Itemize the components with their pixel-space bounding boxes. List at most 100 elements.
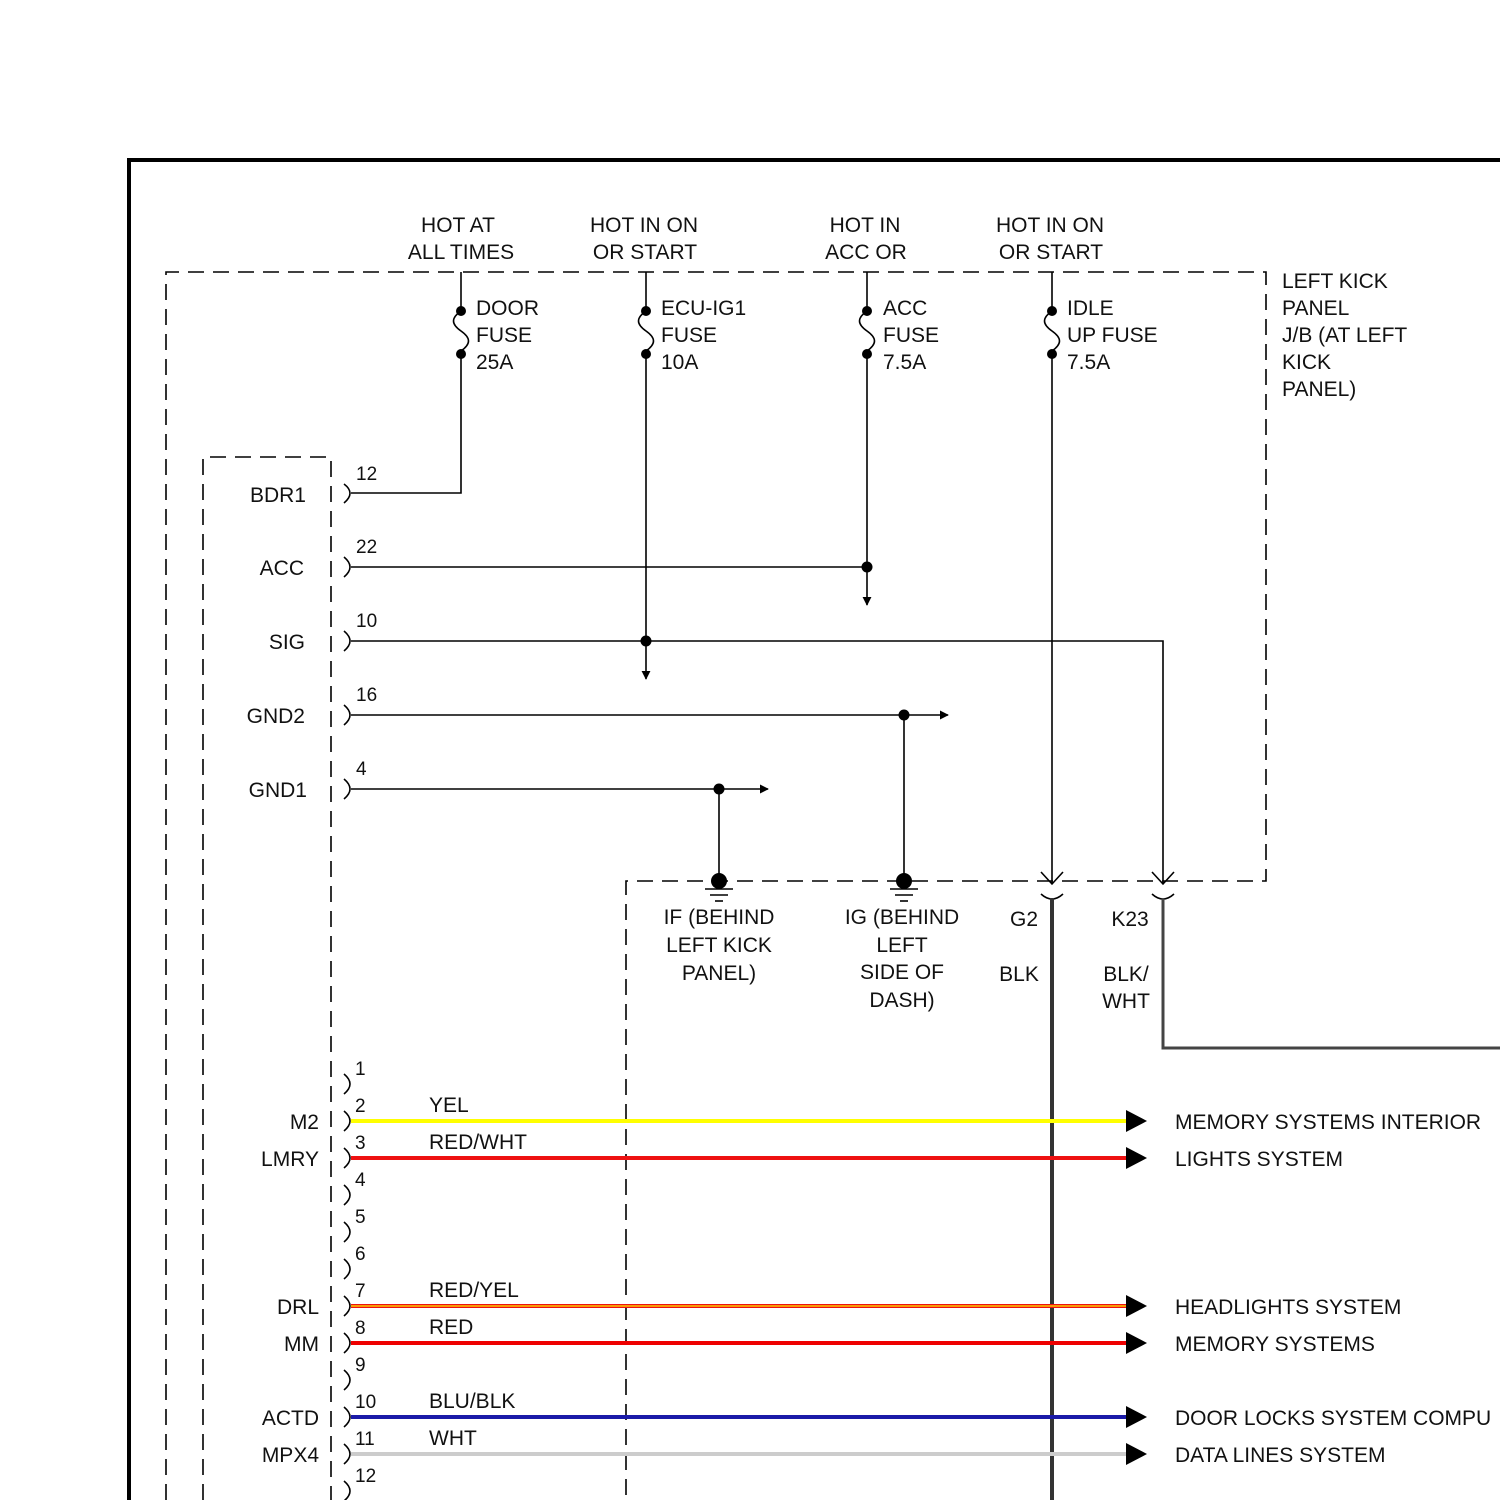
source-label: OR START bbox=[999, 241, 1103, 264]
svg-text:BLK/: BLK/ bbox=[1103, 963, 1149, 986]
wire-color-label: YEL bbox=[429, 1094, 469, 1117]
junction-block-label: LEFT KICK PANEL J/B (AT LEFT KICK PANEL) bbox=[1282, 270, 1407, 401]
svg-text:IG (BEHIND: IG (BEHIND bbox=[845, 906, 959, 929]
pin-bracket bbox=[344, 1481, 350, 1500]
pin-bracket bbox=[344, 1148, 350, 1168]
pin-name: GND2 bbox=[247, 705, 305, 728]
wire-color-label: RED/WHT bbox=[429, 1131, 527, 1154]
module-pin-names: BDR1 ACC SIG GND2 GND1 bbox=[247, 484, 307, 802]
fuse-acc: ACC FUSE 7.5A bbox=[860, 272, 940, 374]
destination-label: MEMORY SYSTEMS INTERIOR bbox=[1175, 1111, 1481, 1134]
pin-bracket bbox=[344, 1259, 350, 1279]
fuse-label: 25A bbox=[476, 351, 513, 374]
ground-labels: IF (BEHIND LEFT KICK PANEL) IG (BEHIND L… bbox=[664, 906, 960, 1012]
pin-number: 11 bbox=[355, 1429, 375, 1450]
destination-label: LIGHTS SYSTEM bbox=[1175, 1148, 1343, 1171]
pin-name: ACC bbox=[260, 557, 304, 580]
pin-bracket bbox=[344, 1111, 350, 1131]
pin-name: DRL bbox=[277, 1296, 319, 1319]
pin-bracket bbox=[344, 1074, 350, 1094]
pin-number: 10 bbox=[356, 611, 377, 632]
arrow-icon bbox=[1126, 1332, 1147, 1354]
pin-number: 9 bbox=[355, 1355, 366, 1376]
pin-number: 12 bbox=[356, 464, 377, 485]
pin-name: BDR1 bbox=[250, 484, 306, 507]
pin-bracket bbox=[344, 1370, 350, 1390]
svg-text:IF (BEHIND: IF (BEHIND bbox=[664, 906, 775, 929]
ground-symbol-if bbox=[705, 873, 733, 901]
fuse-label: IDLE bbox=[1067, 297, 1114, 320]
pin-number: 22 bbox=[356, 537, 377, 558]
pin-number: 3 bbox=[355, 1133, 366, 1154]
source-label: HOT IN ON bbox=[590, 214, 698, 237]
source-label: HOT AT bbox=[421, 214, 495, 237]
source-label: HOT IN ON bbox=[996, 214, 1104, 237]
svg-text:PANEL): PANEL) bbox=[682, 962, 756, 985]
pin-number: 8 bbox=[355, 1318, 366, 1339]
source-label: OR START bbox=[593, 241, 697, 264]
source-labels: HOT AT ALL TIMES HOT IN ON OR START HOT … bbox=[408, 214, 1104, 264]
arrow-icon bbox=[1126, 1110, 1147, 1132]
fuse-label: FUSE bbox=[883, 324, 939, 347]
destination-label: MEMORY SYSTEMS bbox=[1175, 1333, 1375, 1356]
fuse-ecu-ig1: ECU-IG1 FUSE 10A bbox=[639, 272, 747, 374]
wire-color-label: RED/YEL bbox=[429, 1279, 519, 1302]
svg-text:SIDE OF: SIDE OF bbox=[860, 961, 944, 984]
fuse-label: ECU-IG1 bbox=[661, 297, 746, 320]
svg-text:WHT: WHT bbox=[1102, 990, 1150, 1013]
wire-color-label: RED bbox=[429, 1316, 473, 1339]
pin-name: SIG bbox=[269, 631, 305, 654]
wire-color-label: WHT bbox=[429, 1427, 477, 1450]
svg-text:J/B (AT LEFT: J/B (AT LEFT bbox=[1282, 324, 1407, 347]
pin-number: 12 bbox=[355, 1466, 376, 1487]
svg-text:LEFT: LEFT bbox=[876, 934, 928, 957]
arrow-icon bbox=[1126, 1147, 1147, 1169]
pin-bracket bbox=[344, 1296, 350, 1316]
pin-number: 1 bbox=[355, 1059, 366, 1080]
svg-text:LEFT KICK: LEFT KICK bbox=[1282, 270, 1388, 293]
ground-symbol-ig bbox=[890, 873, 918, 901]
pin-bracket bbox=[344, 1333, 350, 1353]
source-label: HOT IN bbox=[830, 214, 901, 237]
svg-text:KICK: KICK bbox=[1282, 351, 1331, 374]
pin-name: MM bbox=[284, 1333, 319, 1356]
fuse-label: FUSE bbox=[476, 324, 532, 347]
pin-number: 2 bbox=[355, 1096, 366, 1117]
upper-wires bbox=[351, 354, 1163, 884]
upper-connector-brackets bbox=[344, 484, 350, 799]
svg-text:G2: G2 bbox=[1010, 908, 1038, 931]
pin-bracket bbox=[344, 1185, 350, 1205]
pin-number: 6 bbox=[355, 1244, 366, 1265]
svg-text:K23: K23 bbox=[1111, 908, 1148, 931]
wire-color-label: BLU/BLK bbox=[429, 1390, 515, 1413]
pin-number: 10 bbox=[355, 1392, 376, 1413]
source-label: ACC OR bbox=[825, 241, 907, 264]
fuse-label: 7.5A bbox=[883, 351, 926, 374]
pin-bracket bbox=[344, 1222, 350, 1242]
fuse-idle-up: IDLE UP FUSE 7.5A bbox=[1045, 272, 1158, 374]
pin-bracket bbox=[344, 1407, 350, 1427]
pin-name: LMRY bbox=[261, 1148, 319, 1171]
source-label: ALL TIMES bbox=[408, 241, 514, 264]
pin-name: ACTD bbox=[262, 1407, 319, 1430]
pin-number: 5 bbox=[355, 1207, 366, 1228]
fuse-label: DOOR bbox=[476, 297, 539, 320]
module-pin-numbers: 12 22 10 16 4 bbox=[356, 464, 377, 780]
pin-name: M2 bbox=[290, 1111, 319, 1134]
arrow-icon bbox=[1126, 1443, 1147, 1465]
pin-number: 4 bbox=[355, 1170, 366, 1191]
fuse-label: ACC bbox=[883, 297, 927, 320]
pin-name: GND1 bbox=[249, 779, 307, 802]
pin-number: 16 bbox=[356, 685, 377, 706]
destination-label: DATA LINES SYSTEM bbox=[1175, 1444, 1385, 1467]
pin-number: 7 bbox=[355, 1281, 366, 1302]
destination-label: HEADLIGHTS SYSTEM bbox=[1175, 1296, 1401, 1319]
pin-name: MPX4 bbox=[262, 1444, 320, 1467]
fuse-label: UP FUSE bbox=[1067, 324, 1158, 347]
pin-bracket bbox=[344, 1444, 350, 1464]
svg-text:LEFT KICK: LEFT KICK bbox=[666, 934, 772, 957]
svg-text:PANEL): PANEL) bbox=[1282, 378, 1356, 401]
fuse-label: 7.5A bbox=[1067, 351, 1110, 374]
